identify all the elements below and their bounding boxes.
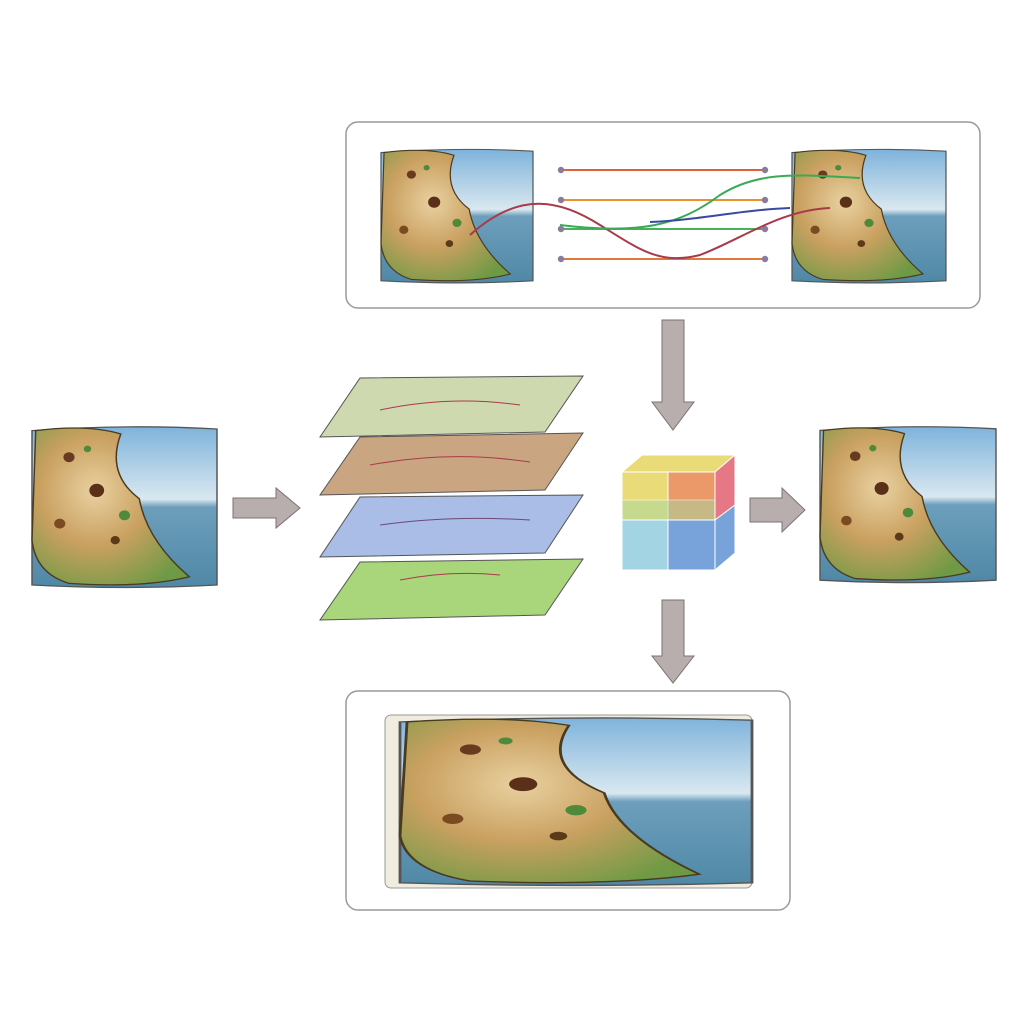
output-image: [819, 425, 997, 584]
layer: [319, 375, 584, 438]
match-curve: [469, 202, 831, 260]
layer: [319, 432, 584, 496]
arrow-right-icon: [232, 486, 301, 530]
feature-layers: [319, 375, 584, 621]
match-curve: [559, 174, 861, 230]
arrow-down-icon: [651, 319, 695, 431]
input-image: [31, 425, 218, 589]
arrow-down-icon: [650, 599, 696, 684]
match-curve: [649, 207, 791, 223]
layer: [319, 558, 584, 621]
feature-cube: [620, 453, 737, 572]
source-image-left: [380, 148, 534, 284]
layer: [319, 494, 584, 558]
source-image-right: [791, 148, 947, 284]
arrow-right-icon: [749, 486, 806, 534]
warped-result-image: [398, 716, 754, 888]
match-lines: [469, 166, 861, 263]
